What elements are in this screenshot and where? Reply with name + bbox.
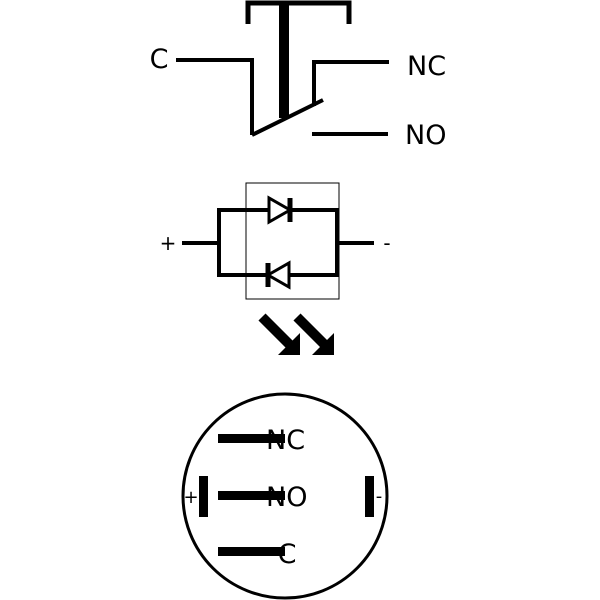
switch-no-label: NO [405, 120, 446, 151]
led-plus-label: + [160, 231, 177, 255]
led-symbol: + - [160, 182, 391, 300]
switch-symbol: C NC NO [150, 0, 446, 151]
switch-nc-wire [312, 60, 389, 106]
led-minus-label: - [383, 231, 390, 255]
led-diode-reverse-icon [264, 260, 291, 290]
emission-arrowhead-left-icon [278, 333, 300, 355]
pin-nc [218, 434, 285, 443]
pin-plus-label: + [183, 487, 198, 508]
pin-minus-label: - [376, 486, 383, 507]
led-diode-forward-icon [267, 195, 294, 225]
emission-arrow-right [293, 313, 328, 348]
pin-nc-label: NC [266, 425, 305, 456]
emission-arrowhead-right-icon [312, 333, 334, 355]
switch-nc-label: NC [407, 51, 446, 82]
switch-common-label: C [150, 44, 169, 75]
light-emission-arrows [258, 313, 334, 355]
switch-actuator-cap [245, 0, 352, 24]
switch-common-wire [176, 58, 254, 135]
connector-outline [181, 392, 389, 600]
pin-minus [365, 476, 374, 517]
connector-pinout: NC NO C + - [181, 392, 389, 600]
pin-c [218, 547, 285, 556]
emission-arrow-left [258, 313, 294, 349]
pin-no [218, 491, 285, 500]
switch-moving-contact [251, 98, 324, 137]
pin-plus [199, 476, 208, 517]
pin-no-label: NO [266, 482, 307, 513]
pin-c-label: C [278, 539, 297, 570]
